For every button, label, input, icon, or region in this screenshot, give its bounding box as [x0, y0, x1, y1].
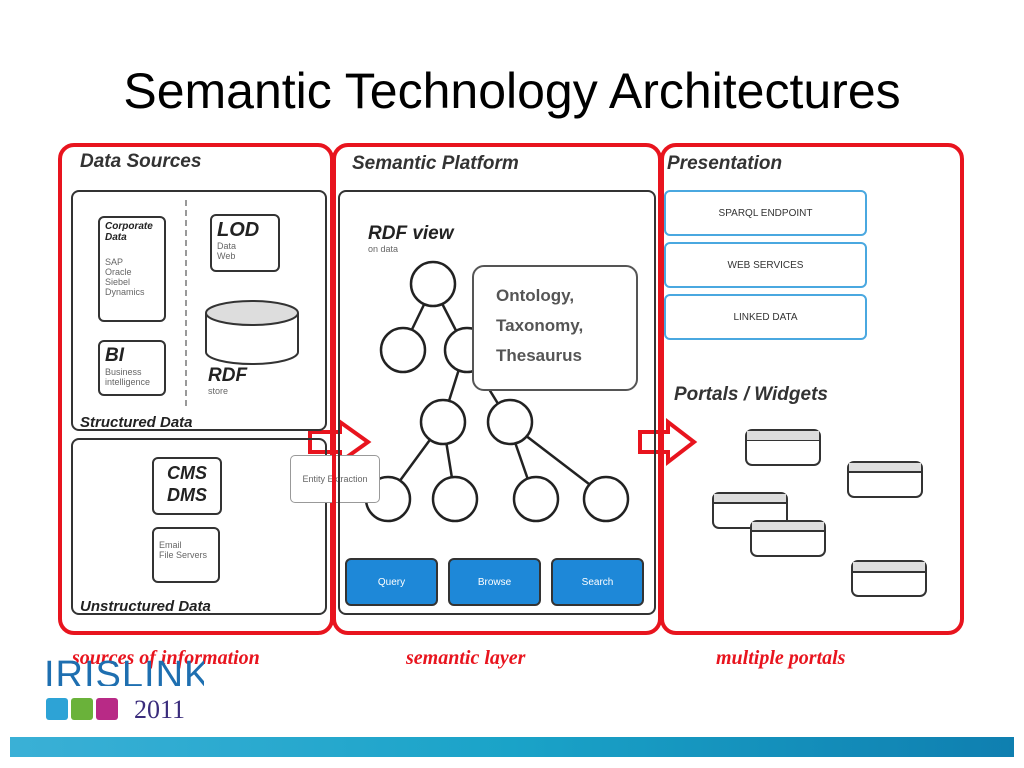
- tree-node: [582, 475, 630, 523]
- sparql-endpoint-box[interactable]: SPARQL ENDPOINT: [664, 190, 867, 236]
- tree-node: [379, 326, 427, 374]
- structured-data-label: Structured Data: [80, 414, 193, 431]
- footer-bar: [10, 737, 1014, 757]
- semantic-platform-heading: Semantic Platform: [352, 153, 519, 174]
- rdf-view-sub: on data: [368, 244, 399, 254]
- logo-wordmark: IRISLINK: [44, 660, 204, 686]
- email-text: Email File Servers: [159, 540, 208, 560]
- tree-node: [409, 260, 457, 308]
- unstructured-data-label: Unstructured Data: [80, 598, 211, 615]
- rdf-sub: store: [208, 386, 229, 396]
- tree-node: [431, 475, 479, 523]
- structured-data-box: [71, 190, 327, 431]
- data-sources-heading: Data Sources: [80, 151, 202, 172]
- tree-node: [486, 398, 534, 446]
- widget-icons: [712, 429, 927, 597]
- bi-sub: Business intelligence: [105, 367, 151, 387]
- caption-semantic-layer: semantic layer: [406, 647, 526, 669]
- presentation-panel: [660, 143, 964, 635]
- cms-dms-title: CMS DMS: [167, 463, 207, 505]
- lod-sub: Data Web: [217, 241, 237, 261]
- rdf-store-cylinder-icon: [205, 300, 299, 365]
- widget-icon: [847, 461, 923, 498]
- presentation-heading: Presentation: [667, 153, 783, 174]
- widget-icon: [851, 560, 927, 597]
- corporate-data-card: Corporate Data SAP Oracle Siebel Dynamic…: [98, 216, 166, 322]
- portals-widgets-heading: Portals / Widgets: [674, 384, 828, 405]
- widget-icon: [745, 429, 821, 466]
- bi-title: BI: [105, 345, 124, 366]
- unstructured-data-box: [71, 438, 327, 615]
- linked-data-box[interactable]: LINKED DATA: [664, 294, 867, 340]
- query-button[interactable]: Query: [345, 558, 438, 606]
- caption-portals: multiple portals: [716, 647, 846, 669]
- arrow-right-icon: [638, 417, 698, 467]
- rdf-title: RDF: [208, 365, 248, 386]
- corporate-data-systems: SAP Oracle Siebel Dynamics: [105, 257, 145, 297]
- lod-card: LOD Data Web: [210, 214, 280, 272]
- email-card: Email File Servers: [152, 527, 220, 583]
- rdf-store-label: RDF store: [208, 365, 248, 397]
- bi-card: BI Business intelligence: [98, 340, 166, 396]
- corporate-data-title: Corporate Data: [105, 221, 153, 243]
- caption-sources: sources of information: [72, 647, 260, 669]
- browse-button[interactable]: Browse: [448, 558, 541, 606]
- search-button[interactable]: Search: [551, 558, 644, 606]
- logo-cubes-icon: [46, 698, 118, 725]
- web-services-box[interactable]: WEB SERVICES: [664, 242, 867, 288]
- lod-title: LOD: [217, 219, 260, 241]
- ontology-box: Ontology, Taxonomy, Thesaurus: [472, 265, 638, 391]
- rdf-view-title: RDF view: [368, 223, 454, 244]
- rdf-view-label: RDF view on data: [368, 223, 454, 255]
- tree-node: [419, 398, 467, 446]
- logo-year: 2011: [134, 695, 186, 724]
- tree-node: [512, 475, 560, 523]
- slide-title: Semantic Technology Architectures: [123, 63, 901, 119]
- widget-icon: [750, 520, 826, 557]
- semantic-platform-box: [338, 190, 656, 615]
- cms-dms-card: CMS DMS: [152, 457, 222, 515]
- ontology-text: Ontology, Taxonomy, Thesaurus: [496, 286, 584, 365]
